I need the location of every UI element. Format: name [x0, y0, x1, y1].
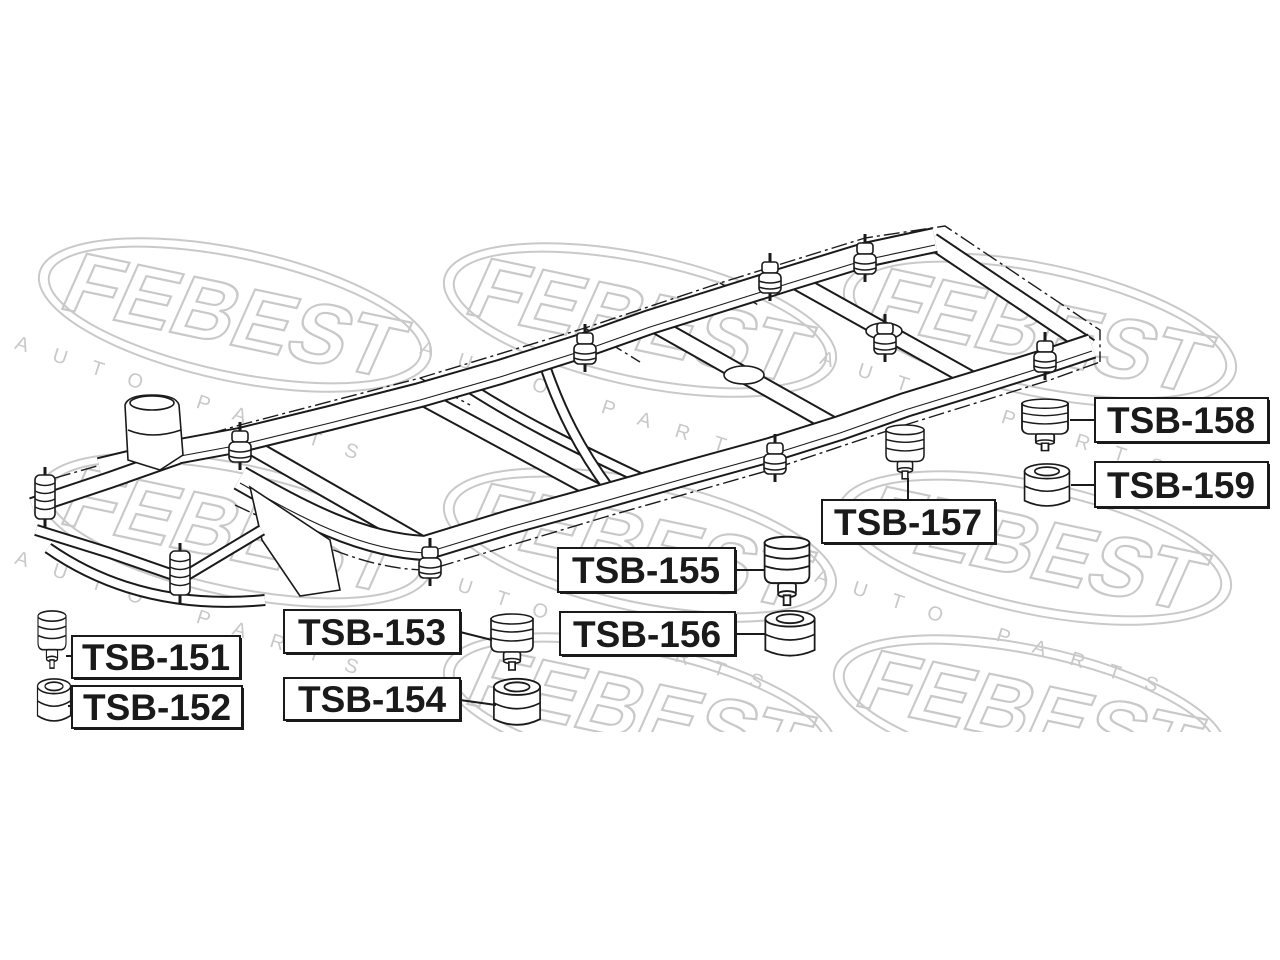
label-box — [283, 677, 461, 721]
front-bump-stop-housing — [124, 394, 184, 471]
tsb-152-part — [36, 678, 72, 722]
label-box — [1094, 397, 1269, 443]
hidden-line — [54, 225, 1101, 479]
part-number-text: TSB-155 — [572, 550, 720, 591]
part-number-text: TSB-159 — [1107, 465, 1255, 506]
part-label-tsb-153: TSB-153 — [283, 609, 462, 655]
label-box — [71, 635, 241, 679]
part-label-tsb-151: TSB-151 — [71, 635, 242, 680]
part-number-text: TSB-156 — [573, 614, 721, 655]
watermark-layer: FEBEST AUTO PARTS FEBEST AUTO PARTS FEBE… — [12, 235, 1238, 869]
front-bump-stop-edge — [127, 429, 182, 436]
watermark-tagline-text: AUTO PARTS — [417, 727, 791, 867]
leader-lines — [66, 419, 1095, 707]
tsb-159-part — [1023, 463, 1071, 507]
part-label-tsb-152: TSB-152 — [71, 685, 244, 730]
watermark-tagline-text: AUTO PARTS — [807, 729, 1181, 869]
label-box — [283, 609, 461, 654]
leader-line — [459, 699, 497, 706]
part-number-text: TSB-157 — [834, 502, 982, 543]
part-label-tsb-156: TSB-156 — [559, 611, 737, 657]
label-box — [821, 499, 996, 544]
tsb-151-part — [37, 610, 67, 669]
front-spring-mount — [33, 465, 57, 529]
part-number-text: TSB-154 — [298, 679, 446, 720]
label-box — [559, 611, 736, 656]
watermark-brand-text: FEBEST — [844, 633, 1216, 793]
tsb-154-part — [492, 677, 542, 726]
part-label-tsb-159: TSB-159 — [1094, 461, 1270, 509]
part-number-text: TSB-158 — [1107, 400, 1255, 441]
front-spring-mount — [168, 541, 192, 605]
tsb-156-part — [764, 609, 816, 657]
front-bump-stop-top — [129, 395, 175, 411]
part-label-tsb-157: TSB-157 — [821, 499, 997, 545]
leader-line — [459, 631, 493, 641]
label-box — [71, 685, 243, 729]
label-box — [557, 547, 736, 593]
part-label-tsb-155: TSB-155 — [557, 547, 737, 594]
part-number-text: TSB-151 — [82, 637, 230, 678]
part-number-text: TSB-153 — [298, 612, 446, 653]
part-label-tsb-158: TSB-158 — [1094, 397, 1270, 444]
axle-opening — [723, 365, 765, 385]
part-number-text: TSB-152 — [83, 687, 231, 728]
part-label-tsb-154: TSB-154 — [283, 677, 462, 722]
front-suspension — [32, 394, 341, 602]
label-box — [1094, 461, 1269, 508]
